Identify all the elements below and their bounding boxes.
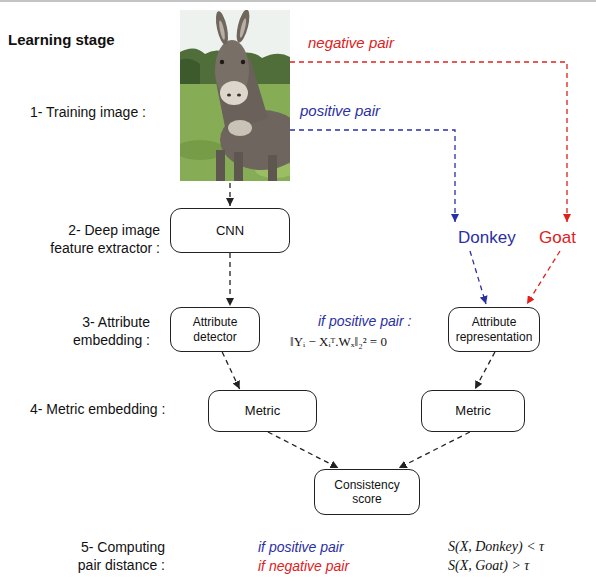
positive-pair-arrow bbox=[470, 251, 486, 304]
process-box: Consistency score bbox=[314, 469, 420, 515]
top-rule bbox=[0, 1, 596, 2]
box-text: CNN bbox=[216, 223, 244, 239]
step-label: 5- Computing pair distance : bbox=[55, 538, 165, 574]
formula: S(X, Donkey) < τ bbox=[448, 538, 544, 556]
process-box: Attribute representation bbox=[448, 307, 540, 352]
formula: ‖Yᵢ − Xᵢᵀ.Wₓ‖₂² = 0 bbox=[290, 334, 387, 351]
class-name: Donkey bbox=[458, 227, 516, 249]
donkey-photo bbox=[180, 10, 290, 181]
step-label: 3- Attribute embedding : bbox=[25, 313, 150, 349]
process-box: Metric bbox=[421, 390, 525, 432]
dashed-arrow bbox=[475, 352, 495, 389]
pair-label: negative pair bbox=[308, 33, 394, 53]
box-text: Consistency score bbox=[320, 478, 414, 507]
dashed-arrow bbox=[399, 432, 470, 468]
process-box: CNN bbox=[170, 208, 290, 253]
dashed-arrow bbox=[229, 183, 230, 206]
dashed-arrow bbox=[268, 432, 338, 468]
pair-label: positive pair bbox=[300, 101, 380, 121]
condition-label: if positive pair : bbox=[318, 312, 411, 330]
process-box: Metric bbox=[208, 390, 317, 432]
step-label: 4- Metric embedding : bbox=[30, 400, 165, 418]
box-text: Metric bbox=[245, 403, 280, 419]
negative-pair-arrow bbox=[290, 62, 567, 222]
box-text: Attribute representation bbox=[454, 315, 534, 344]
condition-label: if negative pair bbox=[258, 557, 349, 575]
process-box: Attribute detector bbox=[170, 307, 260, 352]
diagram-title: Learning stage bbox=[8, 30, 115, 50]
class-name: Goat bbox=[539, 227, 576, 249]
dashed-arrow bbox=[222, 352, 239, 389]
box-text: Metric bbox=[455, 403, 490, 419]
positive-pair-arrow bbox=[290, 130, 455, 222]
step-label: 1- Training image : bbox=[30, 103, 146, 121]
dashed-arrow bbox=[229, 253, 230, 306]
formula: S(X, Goat) > τ bbox=[448, 557, 529, 575]
condition-label: if positive pair bbox=[258, 538, 344, 556]
negative-pair-arrow bbox=[527, 251, 560, 304]
step-label: 2- Deep image feature extractor : bbox=[35, 221, 160, 257]
box-text: Attribute detector bbox=[176, 315, 254, 344]
